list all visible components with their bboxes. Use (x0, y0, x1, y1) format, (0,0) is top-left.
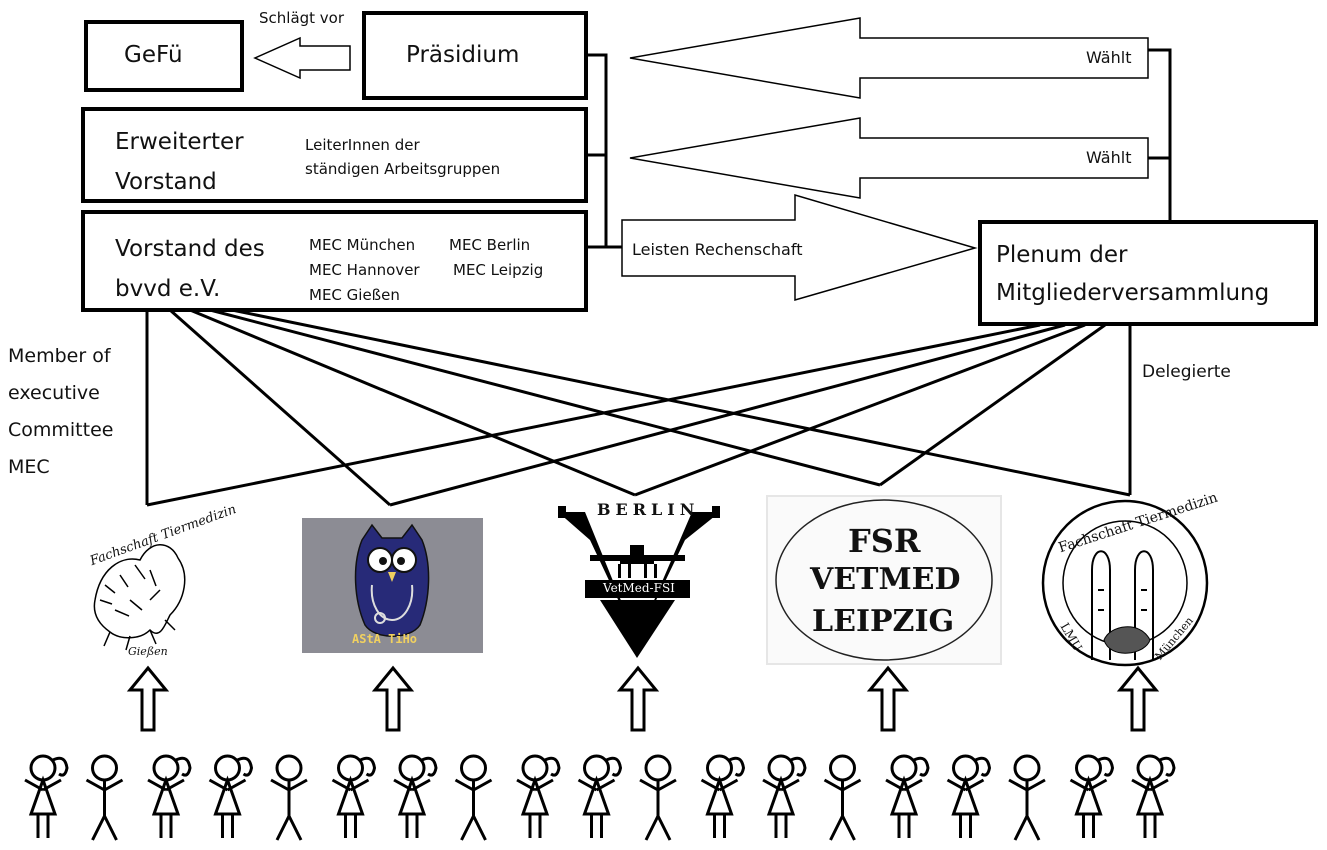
stick-figure (516, 754, 561, 838)
vorstand-member: MEC Berlin (449, 236, 531, 254)
stick-figure (885, 754, 930, 838)
logo-leipzig-line2: VETMED (810, 562, 961, 597)
logo-leipzig-line1: FSR (848, 522, 921, 560)
up-arrow-berlin (616, 665, 660, 732)
stick-figure (700, 754, 746, 838)
up-arrow-hannover (371, 665, 415, 732)
stick-figure (762, 754, 807, 838)
logo-giessen-art (93, 544, 186, 651)
arrow-waehlt-erweiterter (629, 117, 1149, 199)
label-waehlt-2: Wählt (1086, 148, 1132, 167)
label-mec-line: MEC (8, 456, 50, 478)
arrow-waehlt-praesidium (629, 17, 1149, 99)
gefu-box: GeFü (84, 20, 244, 92)
logo-muenchen-art (1041, 499, 1209, 667)
logo-leipzig-line3: LEIPZIG (812, 604, 955, 639)
arrow-rechenschaft (621, 193, 978, 301)
logo-berlin-art (558, 506, 720, 658)
up-arrows (126, 665, 1160, 732)
vorstand-title-2: bvvd e.V. (115, 276, 221, 302)
stick-figure (577, 754, 623, 838)
praesidium-title: Präsidium (406, 42, 520, 68)
stick-figures (24, 754, 1176, 841)
vorstand-member: MEC München (309, 236, 416, 254)
plenum-lines (146, 323, 1132, 507)
stick-figure (1069, 754, 1115, 838)
logo-hannover-owl (354, 523, 430, 637)
gefu-title: GeFü (124, 42, 183, 68)
stick-figure (823, 754, 862, 841)
stick-figure (85, 754, 124, 841)
vorstand-member: MEC Gießen (309, 286, 400, 304)
stick-figure (331, 754, 377, 838)
logo-berlin-top: BERLIN (597, 500, 700, 519)
plenum-title-1: Plenum der (996, 242, 1128, 268)
stick-figure (208, 754, 254, 838)
label-delegierte: Delegierte (1142, 362, 1231, 382)
up-arrow-leipzig (866, 665, 910, 732)
stick-figure (1008, 754, 1046, 841)
arrow-schlaegt-vor (253, 36, 351, 80)
erweiterter-title-2: Vorstand (115, 169, 217, 195)
erweiterter-title-1: Erweiterter (115, 129, 244, 155)
logo-giessen-bottom: Gießen (128, 645, 168, 658)
up-arrow-giessen (126, 665, 170, 732)
boards-bracket (588, 53, 622, 249)
stick-figure (147, 754, 192, 838)
stick-figure (393, 754, 438, 838)
logo-hannover-text: AStA TiHo (352, 632, 418, 646)
erweiterter-note-2: ständigen Arbeitsgruppen (305, 160, 501, 178)
label-mec-line: Member of (8, 345, 111, 367)
stick-figure (270, 754, 308, 841)
label-mec-line: Committee (8, 419, 114, 441)
plenum-title-2: Mitgliederversammlung (996, 280, 1270, 306)
vorstand-lines (145, 308, 1131, 507)
label-rechenschaft: Leisten Rechenschaft (632, 240, 803, 259)
stick-figure (454, 754, 493, 841)
plenum-box: Plenum der Mitgliederversammlung (978, 220, 1318, 326)
label-mec-line: executive (8, 382, 100, 404)
logo-berlin-band: VetMed-FSI (603, 581, 675, 595)
praesidium-box: Präsidium (362, 11, 588, 100)
stick-figure (24, 754, 69, 838)
erweiterter-vorstand-box: Erweiterter Vorstand LeiterInnen der stä… (81, 107, 588, 203)
stick-figure (639, 754, 677, 841)
erweiterter-note-1: LeiterInnen der (305, 136, 420, 154)
label-schlaegt-vor: Schlägt vor (259, 9, 345, 27)
up-arrow-muenchen (1116, 665, 1160, 732)
vorstand-box: Vorstand des bvvd e.V. MEC München MEC B… (81, 210, 588, 312)
stick-figure (1131, 754, 1176, 838)
vorstand-member: MEC Leipzig (453, 261, 544, 279)
plenum-bracket (1148, 48, 1172, 220)
label-waehlt-1: Wählt (1086, 48, 1132, 67)
vorstand-title-1: Vorstand des (115, 236, 265, 262)
logo-leipzig-ring (775, 499, 993, 661)
stick-figure (946, 754, 992, 838)
vorstand-member: MEC Hannover (309, 261, 420, 279)
